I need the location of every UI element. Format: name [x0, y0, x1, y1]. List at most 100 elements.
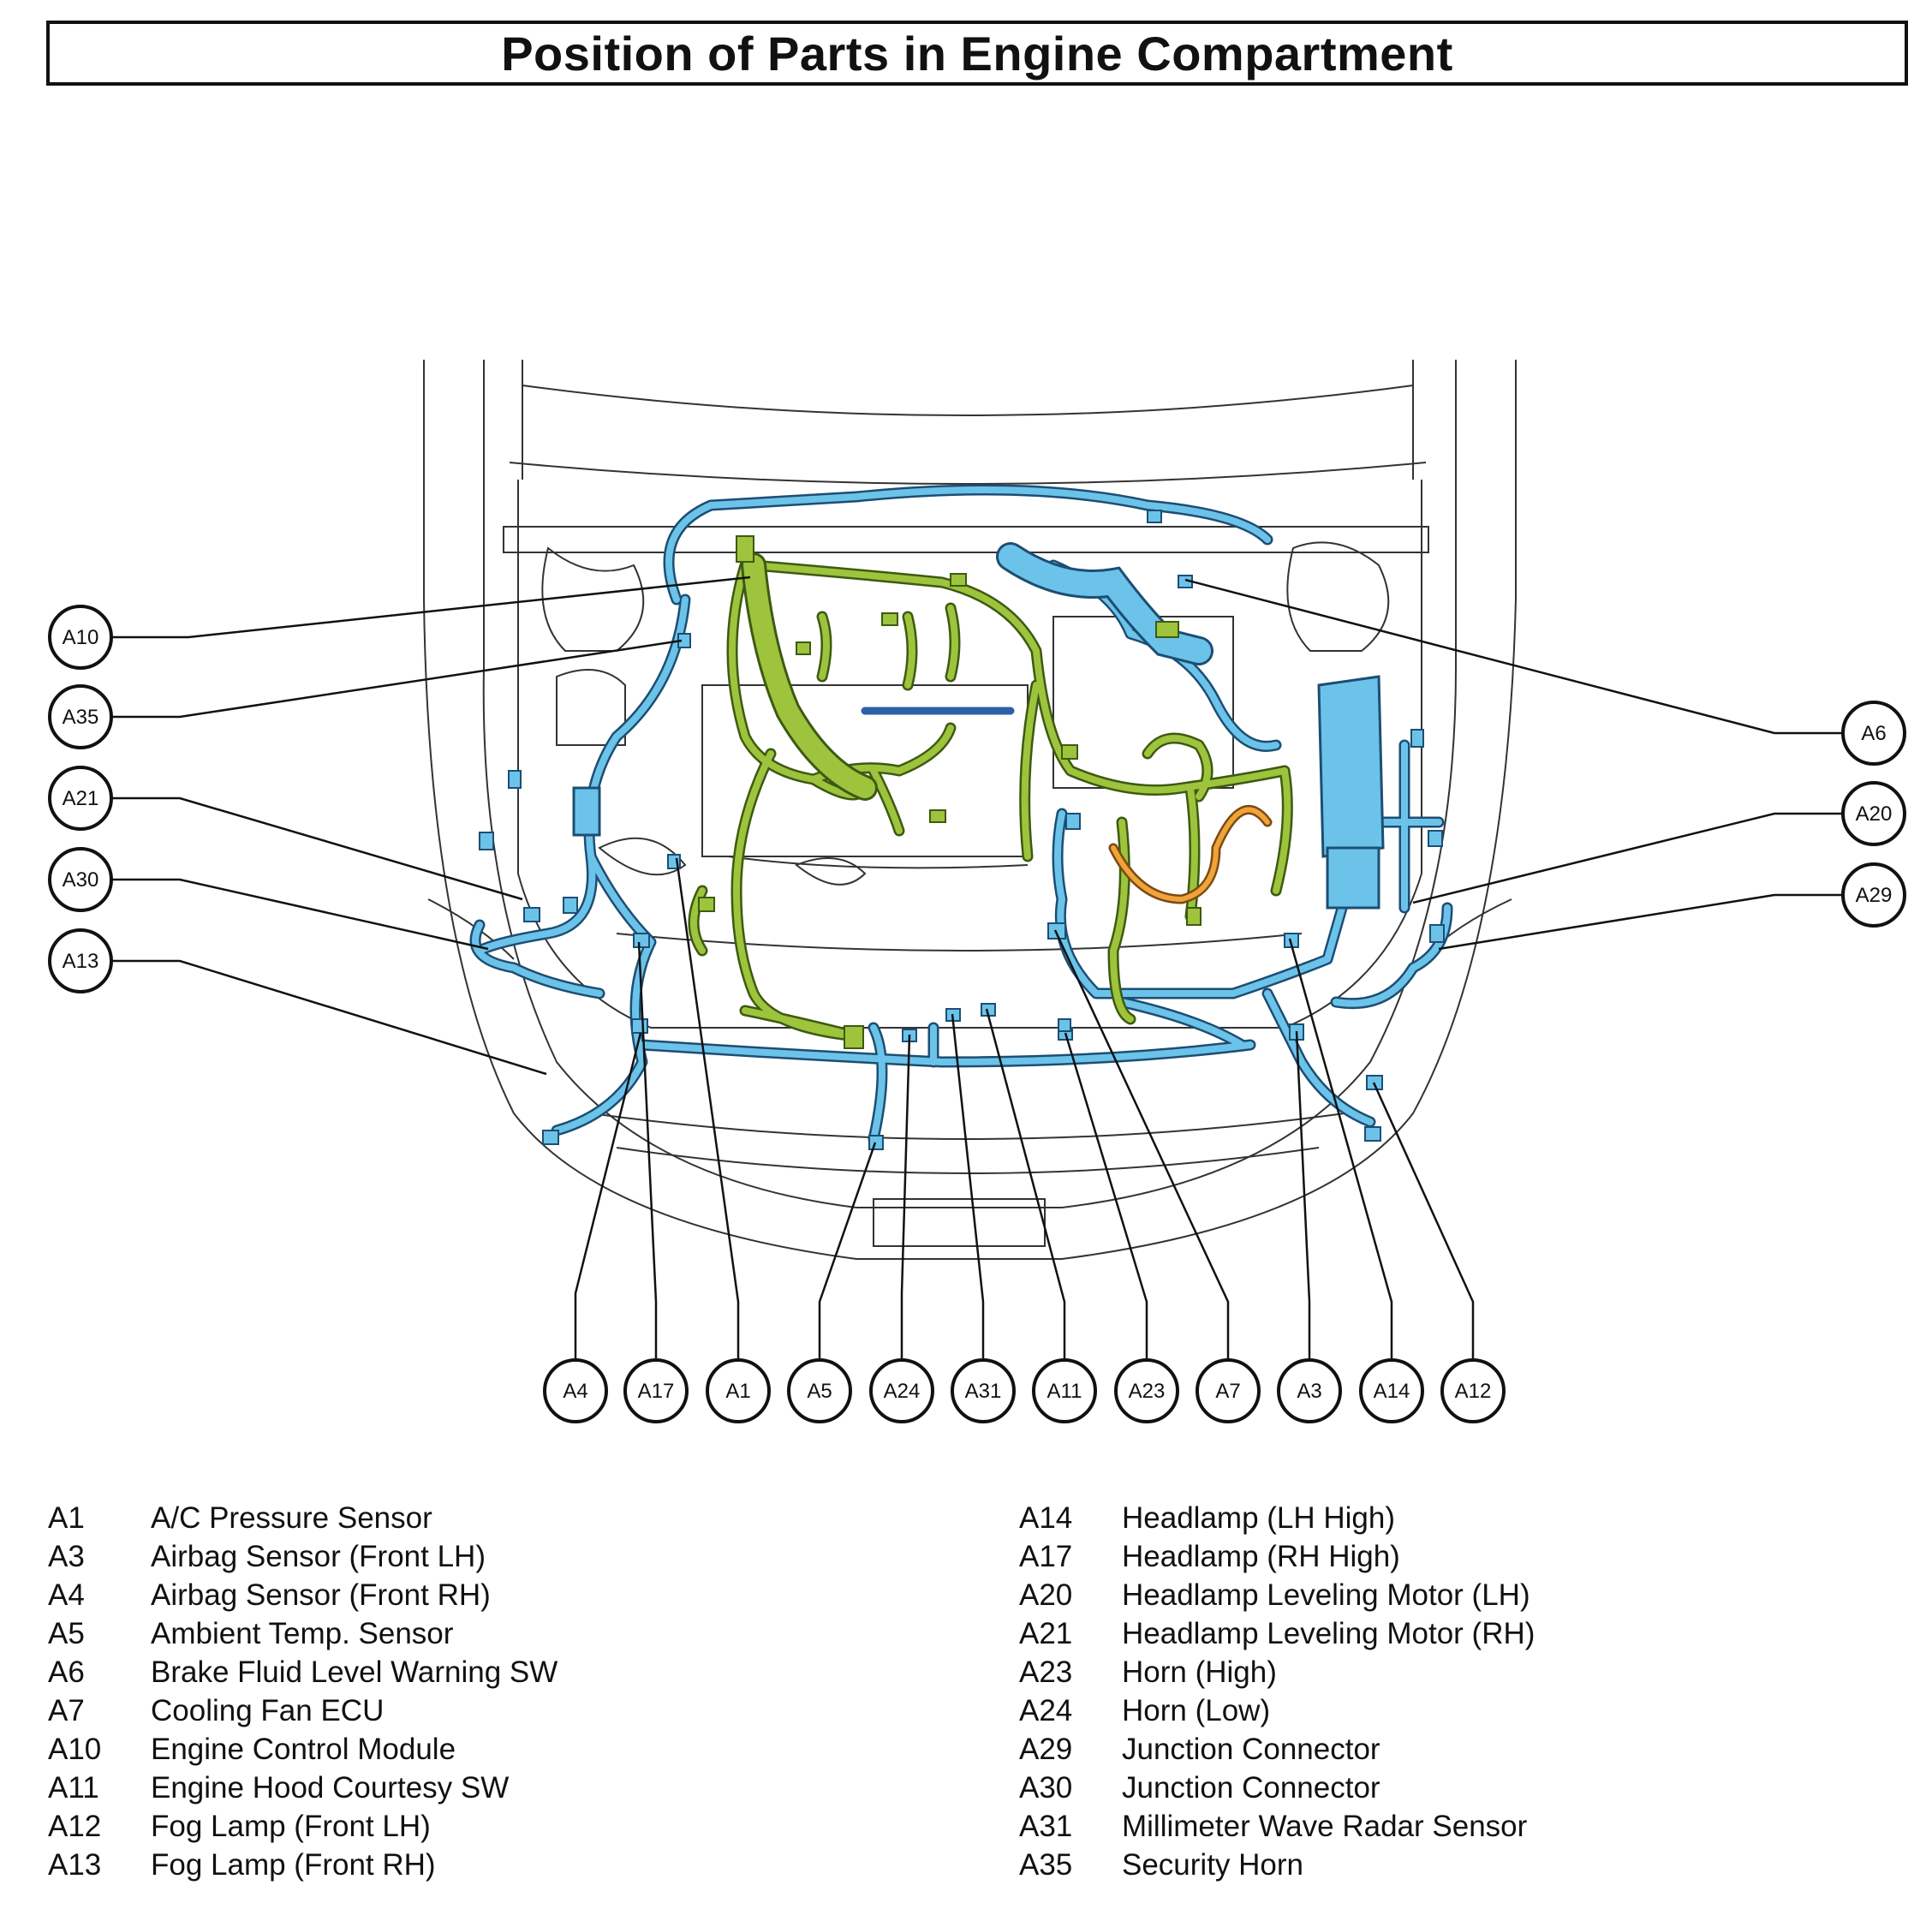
svg-text:A1: A1	[725, 1380, 750, 1403]
legend-id: A23	[1019, 1655, 1073, 1689]
legend-item: A6 Brake Fluid Level Warning SW	[48, 1653, 558, 1691]
harness-green-trunk-fill	[743, 555, 875, 798]
legend-item: A23 Horn (High)	[1019, 1653, 1535, 1691]
legend-item: A17 Headlamp (RH High)	[1019, 1537, 1535, 1576]
legend-id: A11	[48, 1771, 99, 1805]
legend-item: A5 Ambient Temp. Sensor	[48, 1614, 558, 1653]
callout-a5: A5	[787, 1358, 852, 1423]
title-box: Position of Parts in Engine Compartment	[46, 21, 1908, 86]
legend-id: A31	[1019, 1810, 1073, 1843]
callout-a1: A1	[706, 1358, 771, 1423]
callout-a31: A31	[951, 1358, 1016, 1423]
svg-text:A10: A10	[63, 626, 99, 649]
svg-text:A21: A21	[63, 787, 99, 810]
legend-name: Fog Lamp (Front RH)	[151, 1848, 436, 1882]
legend-id: A4	[48, 1578, 85, 1612]
page-title: Position of Parts in Engine Compartment	[501, 26, 1453, 81]
legend-name: Brake Fluid Level Warning SW	[151, 1655, 558, 1689]
harness-orange-fill	[1111, 807, 1270, 903]
harness-green-fill	[690, 562, 1291, 1040]
legend-name: Security Horn	[1122, 1848, 1304, 1882]
legend-id: A3	[48, 1540, 85, 1573]
legend-item: A1 A/C Pressure Sensor	[48, 1499, 558, 1537]
svg-text:A3: A3	[1297, 1380, 1321, 1403]
svg-text:A20: A20	[1856, 802, 1893, 826]
legend-name: Headlamp Leveling Motor (RH)	[1122, 1617, 1535, 1650]
svg-text:A6: A6	[1861, 722, 1886, 745]
legend-id: A7	[48, 1694, 85, 1727]
legend-item: A13 Fog Lamp (Front RH)	[48, 1846, 558, 1884]
connectors-green	[698, 535, 1202, 1049]
legend-id: A10	[48, 1733, 102, 1766]
callout-a20: A20	[1841, 781, 1906, 846]
svg-text:A14: A14	[1374, 1380, 1410, 1403]
svg-text:A17: A17	[638, 1380, 675, 1403]
legend-id: A30	[1019, 1771, 1073, 1805]
legend-id: A6	[48, 1655, 85, 1689]
harness-blue-duct-fill	[999, 545, 1211, 663]
callout-a13: A13	[48, 928, 113, 993]
legend-item: A11 Engine Hood Courtesy SW	[48, 1769, 558, 1807]
svg-text:A4: A4	[563, 1380, 587, 1403]
callout-a17: A17	[623, 1358, 689, 1423]
legend-name: Junction Connector	[1122, 1733, 1380, 1766]
legend-name: Cooling Fan ECU	[151, 1694, 385, 1727]
svg-text:A30: A30	[63, 868, 99, 892]
callout-a24: A24	[869, 1358, 934, 1423]
leader-lines	[111, 576, 1843, 1358]
legend-name: Ambient Temp. Sensor	[151, 1617, 454, 1650]
legend-item: A7 Cooling Fan ECU	[48, 1691, 558, 1730]
legend-id: A14	[1019, 1501, 1073, 1535]
svg-text:A12: A12	[1455, 1380, 1492, 1403]
svg-text:A24: A24	[884, 1380, 921, 1403]
legend-item: A31 Millimeter Wave Radar Sensor	[1019, 1807, 1535, 1846]
legend-id: A24	[1019, 1694, 1073, 1727]
callout-a21: A21	[48, 766, 113, 831]
legend-id: A29	[1019, 1733, 1073, 1766]
legend-name: Horn (High)	[1122, 1655, 1277, 1689]
callout-a35: A35	[48, 684, 113, 749]
callout-a30: A30	[48, 847, 113, 912]
svg-text:A31: A31	[965, 1380, 1002, 1403]
svg-text:A29: A29	[1856, 884, 1893, 907]
legend-item: A29 Junction Connector	[1019, 1730, 1535, 1769]
harness-blue-fill	[472, 486, 1451, 1142]
legend-id: A1	[48, 1501, 85, 1535]
washer-connector	[572, 786, 601, 837]
callout-a6: A6	[1841, 701, 1906, 766]
callout-a29: A29	[1841, 862, 1906, 928]
svg-text:A35: A35	[63, 706, 99, 729]
legend-name: Engine Hood Courtesy SW	[151, 1771, 510, 1805]
svg-text:A13: A13	[63, 950, 99, 973]
callout-a12: A12	[1440, 1358, 1506, 1423]
legend-id: A12	[48, 1810, 102, 1843]
legend-name: A/C Pressure Sensor	[151, 1501, 432, 1535]
legend-id: A17	[1019, 1540, 1073, 1573]
callout-a11: A11	[1032, 1358, 1097, 1423]
legend-name: Millimeter Wave Radar Sensor	[1122, 1810, 1528, 1843]
legend-id: A13	[48, 1848, 102, 1882]
legend-name: Fog Lamp (Front LH)	[151, 1810, 431, 1843]
legend-id: A5	[48, 1617, 85, 1650]
legend-id: A20	[1019, 1578, 1073, 1612]
legend-name: Headlamp Leveling Motor (LH)	[1122, 1578, 1530, 1612]
callout-a14: A14	[1359, 1358, 1424, 1423]
legend-item: A12 Fog Lamp (Front LH)	[48, 1807, 558, 1846]
legend-item: A20 Headlamp Leveling Motor (LH)	[1019, 1576, 1535, 1614]
legend-name: Engine Control Module	[151, 1733, 456, 1766]
callout-a3: A3	[1277, 1358, 1342, 1423]
legend-item: A4 Airbag Sensor (Front RH)	[48, 1576, 558, 1614]
legend-name: Airbag Sensor (Front RH)	[151, 1578, 491, 1612]
legend-item: A10 Engine Control Module	[48, 1730, 558, 1769]
svg-text:A7: A7	[1215, 1380, 1240, 1403]
callout-a10: A10	[48, 605, 113, 670]
svg-text:A5: A5	[807, 1380, 832, 1403]
callout-a4: A4	[543, 1358, 608, 1423]
legend-name: Headlamp (RH High)	[1122, 1540, 1400, 1573]
